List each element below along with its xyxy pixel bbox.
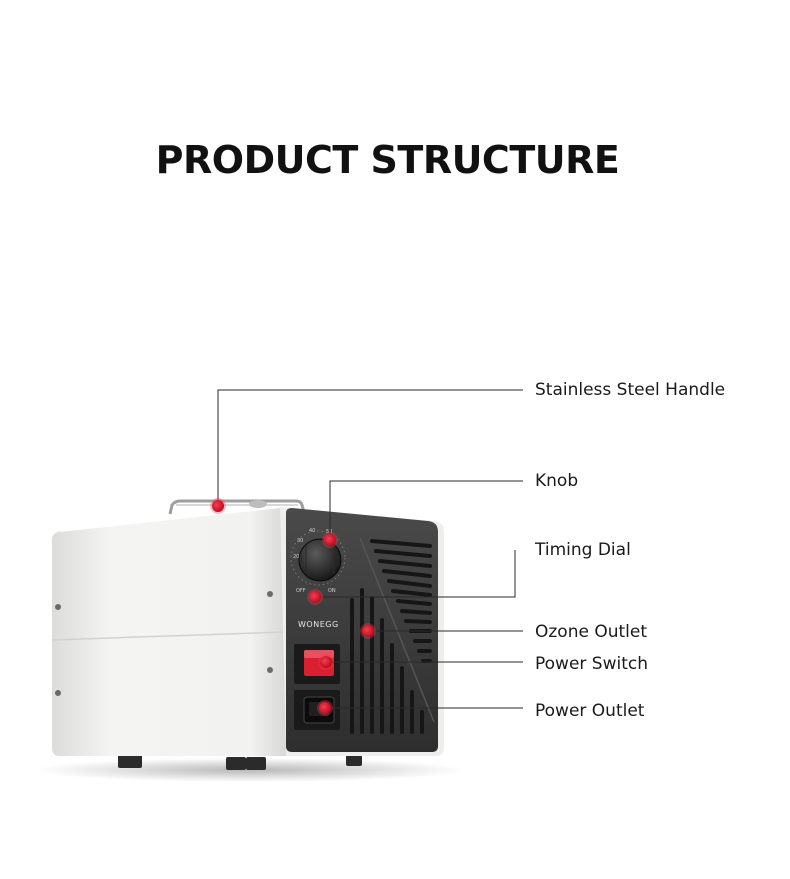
timing-dial-scale: 20 30 40 50 OFF ON — [290, 528, 346, 594]
callout-label-timing-dial: Timing Dial — [535, 540, 631, 560]
page-title: PRODUCT STRUCTURE — [155, 138, 620, 182]
housing-screws — [55, 591, 273, 696]
svg-text:50: 50 — [326, 529, 332, 535]
brand-logo: WONEGG — [298, 620, 339, 629]
svg-text:30: 30 — [297, 538, 303, 544]
foot-front-left — [118, 754, 142, 768]
callout-label-ozone-outlet: Ozone Outlet — [535, 622, 648, 642]
housing-body — [52, 507, 286, 756]
svg-text:20: 20 — [293, 554, 299, 560]
marker-power-outlet-icon — [319, 702, 331, 714]
marker-handle-icon — [212, 500, 224, 512]
foot-back-right — [346, 755, 362, 766]
stainless-steel-handle — [168, 499, 306, 515]
callout-markers — [210, 498, 376, 716]
callout-label-power-switch: Power Switch — [535, 654, 649, 674]
callout-lines — [217, 389, 523, 709]
callout-line-knob — [329, 480, 523, 540]
knob — [298, 538, 342, 582]
svg-text:40: 40 — [309, 528, 315, 534]
housing-seam — [51, 631, 287, 641]
vent-divider — [359, 537, 435, 723]
callout-label-knob: Knob — [535, 471, 579, 491]
svg-text:OFF: OFF — [296, 588, 306, 594]
foot-front-right — [246, 757, 266, 770]
marker-timing-dial-icon — [309, 591, 321, 603]
callout-line-timing-dial — [315, 550, 516, 598]
vent-slats-vertical — [350, 588, 424, 734]
marker-knob-icon — [324, 534, 336, 546]
marker-power-switch-icon — [320, 656, 332, 668]
callout-line-handle — [217, 389, 523, 506]
callout-label-power-outlet: Power Outlet — [535, 701, 645, 721]
foot-front-mid — [226, 757, 246, 770]
marker-ozone-outlet-icon — [362, 625, 374, 637]
svg-text:ON: ON — [328, 588, 336, 594]
power-outlet — [294, 690, 340, 730]
callout-label-handle: Stainless Steel Handle — [535, 380, 726, 400]
